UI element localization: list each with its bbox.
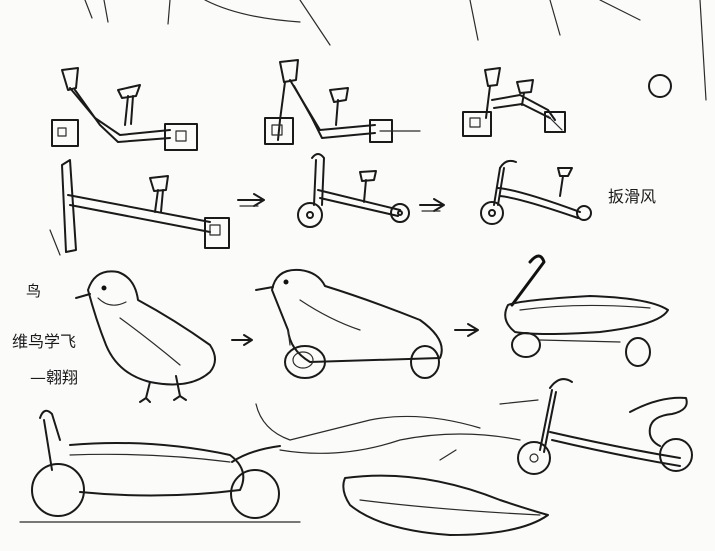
bird-sketch — [75, 270, 216, 403]
section-number-note — [648, 74, 672, 98]
scooter-frame-sketch-4 — [49, 159, 230, 256]
arrow-2 — [419, 198, 445, 212]
arrow-4 — [454, 323, 479, 337]
arrow-3 — [231, 334, 253, 346]
long-vehicle-sketch — [19, 409, 301, 523]
flowing-strokes — [255, 399, 539, 461]
scooter-sketch-1 — [297, 153, 410, 228]
sleek-scooter-sketch — [504, 254, 669, 367]
kick-scooter-sketch — [517, 378, 693, 475]
style-label: 扳滑风 — [608, 187, 657, 206]
scooter-frame-sketch-1 — [51, 67, 198, 151]
arrow-1 — [237, 193, 265, 207]
bird-wheel-sketch — [255, 268, 443, 379]
bird-heading: 鸟 — [26, 282, 42, 300]
leaf-shape-sketch — [342, 474, 549, 536]
bird-caption-line1: 维鸟学飞 — [12, 332, 77, 351]
bird-caption-line2: —翱翔 — [30, 368, 79, 387]
scooter-frame-sketch-2 — [264, 59, 421, 145]
scooter-frame-sketch-3 — [462, 67, 566, 137]
scooter-sketch-2 — [480, 159, 592, 225]
top-edge-strokes — [84, 0, 707, 101]
